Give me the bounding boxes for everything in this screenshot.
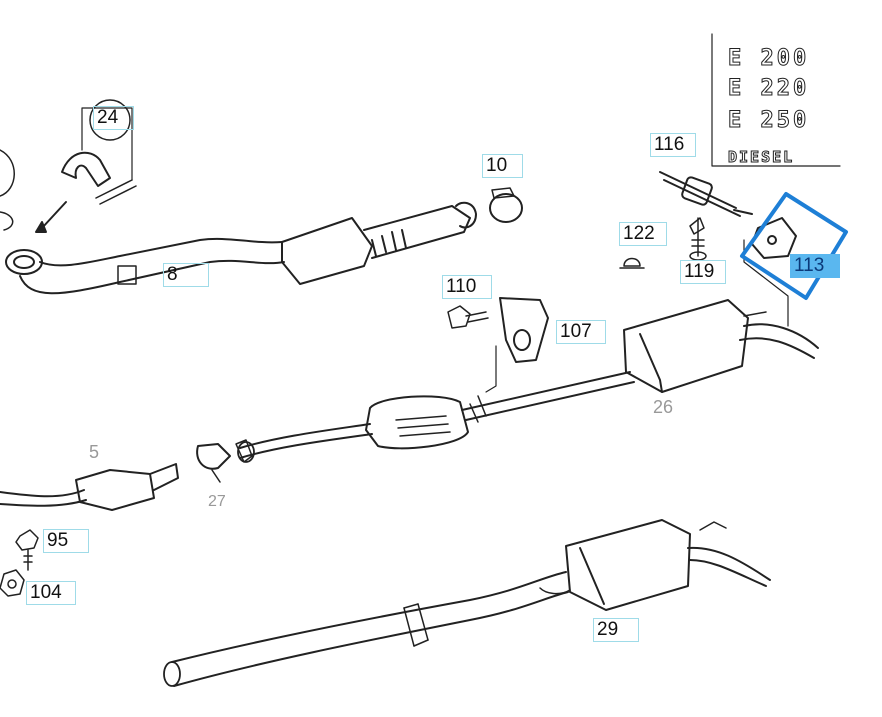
- selection-box-113: [740, 192, 848, 300]
- screw-95: [23, 549, 33, 571]
- rod-116: [659, 171, 741, 217]
- callout-27[interactable]: 27: [208, 493, 226, 510]
- tailpipe-29: [171, 571, 567, 663]
- flange-8: [5, 249, 43, 275]
- catalytic-converter-5: [75, 469, 155, 511]
- callout-26[interactable]: 26: [653, 397, 674, 417]
- callout-95[interactable]: 95: [43, 529, 89, 553]
- callout-107[interactable]: 107: [556, 320, 606, 344]
- callout-104[interactable]: 104: [26, 581, 76, 605]
- rear-muffler-29: [565, 519, 691, 611]
- grommet-122: [619, 257, 645, 269]
- callout-8[interactable]: 8: [163, 263, 209, 287]
- bolt-110: [447, 305, 471, 329]
- callout-circle-24: [89, 99, 131, 141]
- callout-10[interactable]: 10: [482, 154, 523, 178]
- callout-119[interactable]: 119: [680, 260, 726, 284]
- model-label-e220: E 220: [727, 76, 810, 101]
- rear-muffler-26: [623, 299, 749, 393]
- model-label-e250: E 250: [727, 108, 810, 133]
- model-label-e200: E 200: [727, 46, 810, 71]
- nut-104: [0, 569, 25, 597]
- center-muffler-26: [365, 395, 469, 450]
- model-frame: [711, 33, 841, 167]
- rubber-hanger-113: [751, 217, 797, 259]
- callout-110[interactable]: 110: [442, 275, 492, 299]
- bracket-24: [61, 151, 111, 187]
- clamp-27: [196, 443, 231, 470]
- callout-5[interactable]: 5: [89, 442, 100, 462]
- bracket-107: [499, 297, 549, 363]
- catalytic-converter-8: [281, 217, 373, 285]
- screw-119: [691, 217, 705, 257]
- callout-24[interactable]: 24: [93, 106, 134, 130]
- clamp-10: [489, 193, 523, 223]
- model-label-diesel: DIESEL: [727, 148, 795, 167]
- callout-29[interactable]: 29: [593, 618, 639, 642]
- callout-122[interactable]: 122: [619, 222, 667, 246]
- callout-116[interactable]: 116: [650, 133, 696, 157]
- callout-113[interactable]: 113: [790, 254, 840, 278]
